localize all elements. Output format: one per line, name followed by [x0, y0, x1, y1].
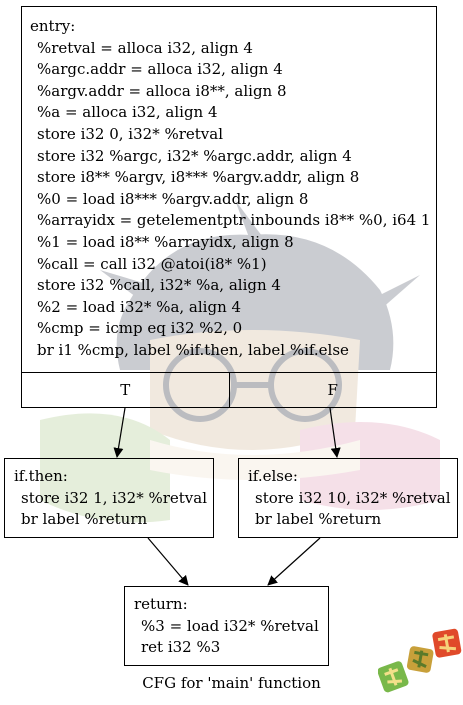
entry-instruction: %0 = load i8*** %argv.addr, align 8	[37, 189, 309, 208]
entry-instruction: %retval = alloca i32, align 4	[37, 38, 253, 57]
if-else-block-node: if.else: store i32 10, i32* %retval br l…	[238, 458, 458, 538]
if-else-instruction: store i32 10, i32* %retval	[255, 488, 451, 507]
entry-block-body: entry: %retval = alloca i32, align 4 %ar…	[30, 16, 430, 362]
entry-instruction: %1 = load i8** %arrayidx, align 8	[37, 232, 294, 251]
false-port: F	[228, 373, 437, 407]
if-else-block-body: if.else: store i32 10, i32* %retval br l…	[248, 466, 451, 531]
if-then-block-body: if.then: store i32 1, i32* %retval br la…	[14, 466, 207, 531]
entry-instruction: %a = alloca i32, align 4	[37, 103, 218, 122]
entry-block-node: entry: %retval = alloca i32, align 4 %ar…	[21, 6, 437, 408]
return-block-node: return: %3 = load i32* %retval ret i32 %…	[124, 586, 329, 666]
if-else-instruction: br label %return	[255, 510, 382, 529]
entry-instruction: store i32 0, i32* %retval	[37, 124, 223, 143]
entry-block-label: entry:	[30, 17, 76, 35]
entry-instruction: %arrayidx = getelementptr inbounds i8** …	[37, 211, 431, 230]
graph-caption: CFG for 'main' function	[142, 674, 321, 692]
return-block-body: return: %3 = load i32* %retval ret i32 %…	[134, 594, 319, 659]
if-else-block-label: if.else:	[248, 467, 298, 485]
entry-branch-ports: T F	[22, 372, 436, 407]
entry-instruction: store i32 %call, i32* %a, align 4	[37, 276, 281, 295]
entry-instruction: %call = call i32 @atoi(i8* %1)	[37, 254, 267, 273]
if-then-instruction: store i32 1, i32* %retval	[21, 488, 207, 507]
entry-instruction: br i1 %cmp, label %if.then, label %if.el…	[37, 340, 349, 359]
entry-instruction: %2 = load i32* %a, align 4	[37, 297, 242, 316]
entry-instruction: %argv.addr = alloca i8**, align 8	[37, 81, 287, 100]
true-port: T	[120, 381, 131, 399]
if-then-block-label: if.then:	[14, 467, 68, 485]
return-block-label: return:	[134, 595, 188, 613]
return-instruction: ret i32 %3	[141, 638, 221, 657]
entry-instruction: %argc.addr = alloca i32, align 4	[37, 60, 283, 79]
edge-entry-to-if-then	[113, 407, 126, 458]
if-then-instruction: br label %return	[21, 510, 148, 529]
entry-instruction: store i8** %argv, i8*** %argv.addr, alig…	[37, 168, 360, 187]
decorative-stamp-logo	[378, 628, 462, 693]
if-then-block-node: if.then: store i32 1, i32* %retval br la…	[4, 458, 214, 538]
return-instruction: %3 = load i32* %retval	[141, 616, 319, 635]
entry-instruction: %cmp = icmp eq i32 %2, 0	[37, 319, 243, 338]
entry-instruction: store i32 %argc, i32* %argc.addr, align …	[37, 146, 352, 165]
edge-if-else-to-return	[267, 537, 321, 586]
edge-entry-to-if-else	[329, 407, 341, 458]
edge-if-then-to-return	[147, 537, 189, 586]
